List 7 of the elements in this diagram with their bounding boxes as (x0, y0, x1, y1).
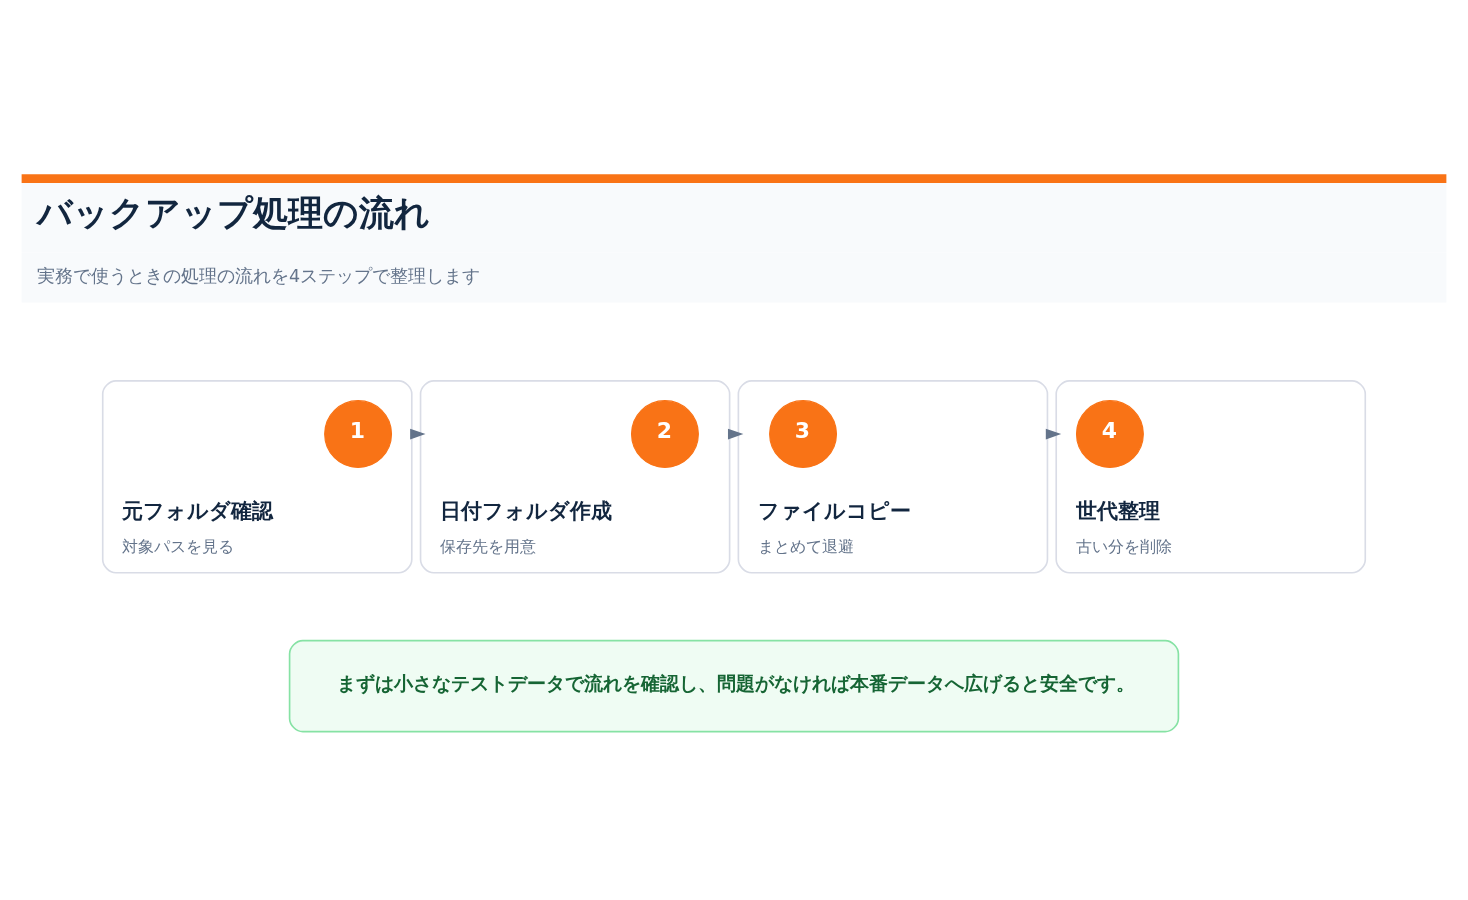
node-circle: 3 (769, 399, 837, 468)
node-circle: 1 (324, 399, 393, 468)
node-circle: 2 (631, 399, 699, 468)
node-box: まずは小さなテストデータで流れを確認し、問題がなければ本番データへ広げると安全です。 (288, 639, 1180, 732)
diagram-title: バックアップ処理の流れ (36, 191, 430, 233)
caption: 実務で使うときの処理の流れを4ステップで整理します (36, 265, 481, 285)
node-circle: 4 (1075, 399, 1144, 468)
